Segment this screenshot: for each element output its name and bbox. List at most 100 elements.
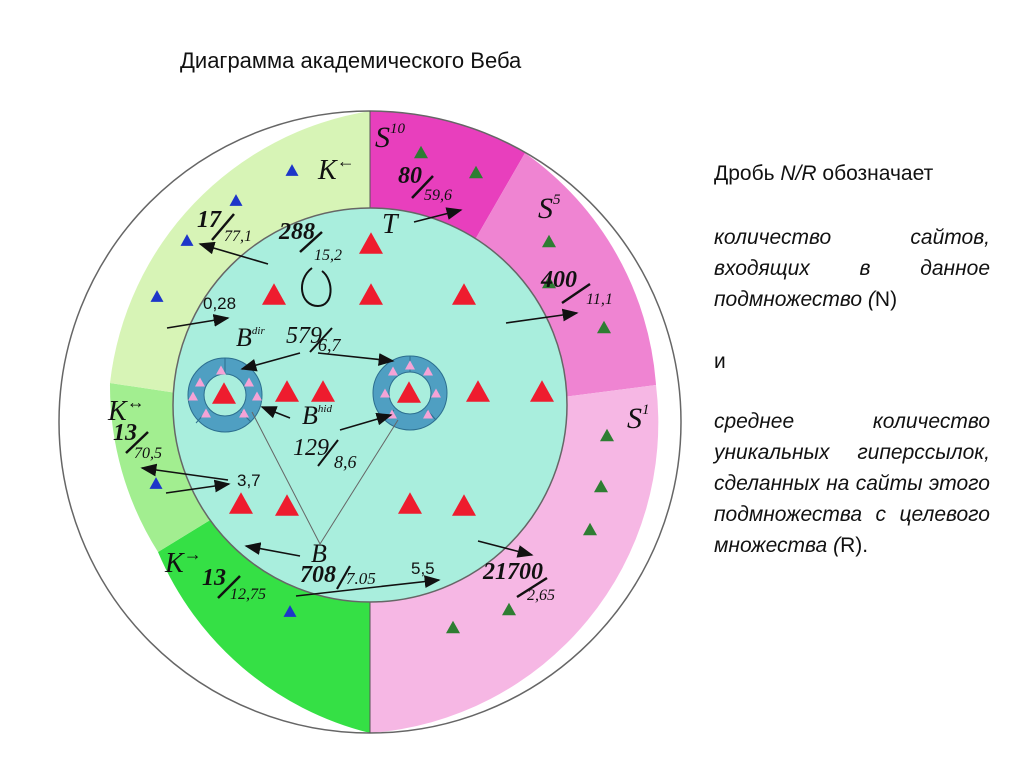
green-triangle-marker [542,275,556,289]
label-bdir: Bdir [236,323,265,352]
red-triangle-marker [275,494,299,516]
blue-triangle-marker [285,164,299,176]
label-bhid: Bhid [302,401,332,430]
arrow-bdir-left [240,352,301,372]
pink-triangle-marker [388,366,398,376]
red-triangle-marker [359,283,383,305]
blue-triangle-marker [180,234,194,246]
arrow-bhid-out [339,412,393,431]
arrow-bhid-in [260,406,291,419]
pink-triangle-marker [380,388,390,398]
fraction-s1: 21700 2,65 [482,559,555,604]
red-triangle-marker [229,492,253,514]
svg-text:21700: 21700 [482,559,543,585]
legend-paragraph-n: количество сайтов, входящих в данное под… [714,226,990,311]
arrow-to-s5 [505,308,579,324]
green-triangle-marker [583,522,597,536]
arrow-bdir-right [317,352,395,366]
fraction-k-right: 13 12,75 [202,565,266,603]
fraction-s10: 80 59,6 [398,163,452,204]
arrows [140,207,579,597]
pink-triangle-marker [188,391,198,401]
red-triangle-marker [359,232,383,254]
green-triangle-marker [600,428,614,442]
arrow-b-to-kright [244,542,301,557]
svg-text:77,1: 77,1 [224,228,252,245]
t-self-loop [300,267,332,308]
fraction-t: 288 15,2 [278,219,342,264]
arrow-kright [295,575,441,597]
fraction-bdir: 579 6,7 [286,323,342,355]
fraction-b: 708 7.05 [300,562,376,590]
svg-text:13: 13 [202,565,226,591]
arrow-kleft [166,314,230,329]
green-triangle-marker [414,145,428,159]
blue-triangle-marker [229,194,243,206]
red-triangle-marker [530,380,554,402]
pink-triangle-marker [244,377,254,387]
svg-text:129: 129 [293,435,329,461]
svg-text:70,5: 70,5 [134,445,162,462]
red-triangle-marker [262,283,286,305]
svg-text:6,7: 6,7 [318,335,342,355]
label-t: T [382,209,400,240]
red-triangle-marker [275,380,299,402]
arrow-t-to-kleft [198,241,269,265]
academic-web-diagram: S10 S5 S1 K← K↔ K→ T Bdir Bhid B 80 59,6… [58,110,682,734]
arrow-to-s1 [477,540,534,558]
green-triangle-marker [594,479,608,493]
svg-text:8,6: 8,6 [334,452,357,472]
green-triangle-marker [597,320,611,334]
arrow-kboth-out [165,479,231,494]
svg-text:2,65: 2,65 [527,587,555,604]
pink-triangle-marker [423,409,433,419]
fraction-s5: 400 11,1 [540,267,613,308]
label-s10: S10 [375,121,406,154]
svg-text:288: 288 [278,219,315,245]
label-k-right: K→ [164,544,202,579]
svg-text:80: 80 [398,163,422,189]
label-k-left: K← [317,151,355,186]
svg-text:11,1: 11,1 [586,291,613,308]
green-triangle-marker [502,602,516,616]
region-labels: S10 S5 S1 K← K↔ K→ T Bdir Bhid B [107,121,650,579]
legend-conjunction: и [714,350,726,373]
red-triangle-marker [212,382,236,404]
link-k-both: 3,7 [237,471,261,490]
arrow-kboth-in [140,463,229,481]
red-triangle-marker [397,381,421,403]
svg-text:12,75: 12,75 [230,586,266,603]
pink-triangle-marker [252,391,262,401]
svg-text:7.05: 7.05 [346,569,376,588]
blue-triangle-marker [283,605,297,617]
arrow-t-to-s10 [413,207,463,223]
svg-text:59,6: 59,6 [424,187,452,204]
green-triangle-marker [469,165,483,179]
legend-paragraph-r: среднее количество уникальных гиперссыло… [714,410,990,557]
pink-triangle-marker [423,366,433,376]
svg-text:400: 400 [540,267,577,293]
page-title: Диаграмма академического Веба [180,48,522,73]
blue-triangle-marker [149,477,163,489]
red-triangle-marker [311,380,335,402]
link-b: 5,5 [411,559,435,578]
pink-triangle-marker [239,408,249,418]
pink-triangle-marker [195,377,205,387]
markers [149,145,614,634]
label-b: B [311,539,327,568]
fraction-k-both: 13 70,5 [113,420,162,462]
label-s5: S5 [538,192,561,225]
red-triangle-marker [452,283,476,305]
green-triangle-marker [542,234,556,248]
svg-text:17: 17 [197,207,222,233]
legend-line-1: Дробь N/R обозначает [714,162,934,185]
blue-triangle-marker [150,290,164,302]
fractions: 80 59,6 400 11,1 21700 2,65 17 77,1 0,28… [113,163,613,604]
pink-triangle-marker [405,360,415,370]
label-s1: S1 [627,402,650,435]
label-k-both: K↔ [107,392,145,427]
red-triangle-marker [466,380,490,402]
pink-triangle-marker [201,408,211,418]
svg-text:15,2: 15,2 [314,247,342,264]
green-triangle-marker [446,620,460,634]
